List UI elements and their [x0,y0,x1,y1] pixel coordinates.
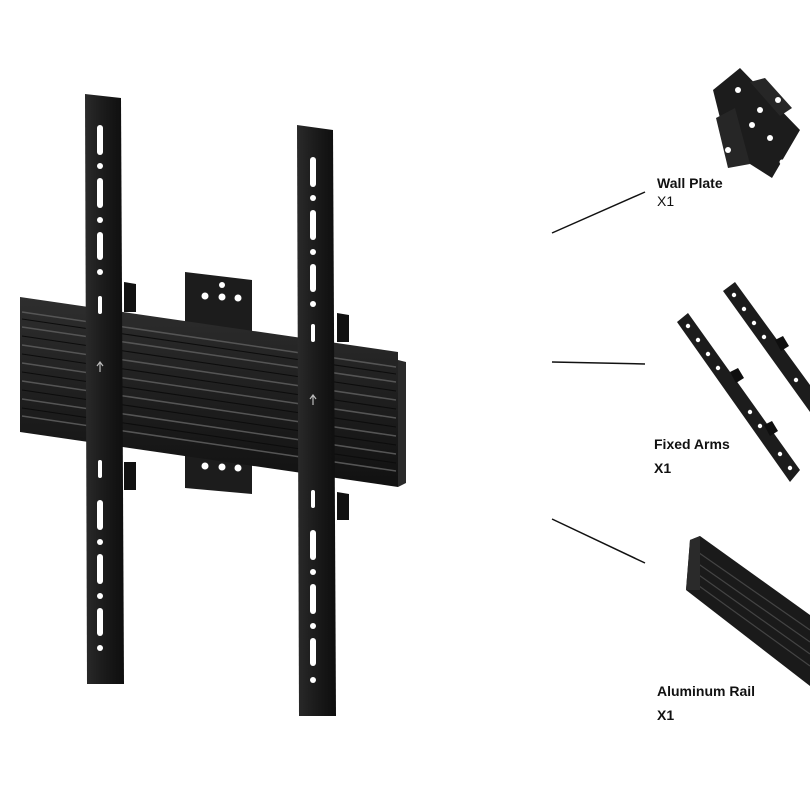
assembled-mount [20,94,406,716]
part-name-aluminum-rail: Aluminum Rail [657,683,756,699]
assembled-wall-plate [185,272,252,494]
aluminum-rail-illustration [686,536,810,686]
part-qty-fixed-arms: X1 [654,460,672,476]
label-aluminum-rail: Aluminum Rail X1 [657,679,755,727]
leader-lines [551,191,646,564]
fixed-arms-illustration [677,282,810,482]
assembled-right-arm [297,125,349,716]
part-name-wall-plate: Wall Plate [657,175,723,191]
part-qty-wall-plate: X1 [657,193,675,209]
wall-plate-illustration [713,68,800,178]
part-name-fixed-arms: Fixed Arms [654,436,730,452]
leader-line-fixed-arms [551,361,646,365]
label-wall-plate: Wall Plate X1 [657,174,723,210]
leader-line-aluminum-rail [551,518,646,564]
assembled-left-arm [85,94,136,684]
part-qty-aluminum-rail: X1 [657,707,675,723]
leader-line-wall-plate [551,191,646,234]
label-fixed-arms: Fixed Arms X1 [654,432,730,480]
